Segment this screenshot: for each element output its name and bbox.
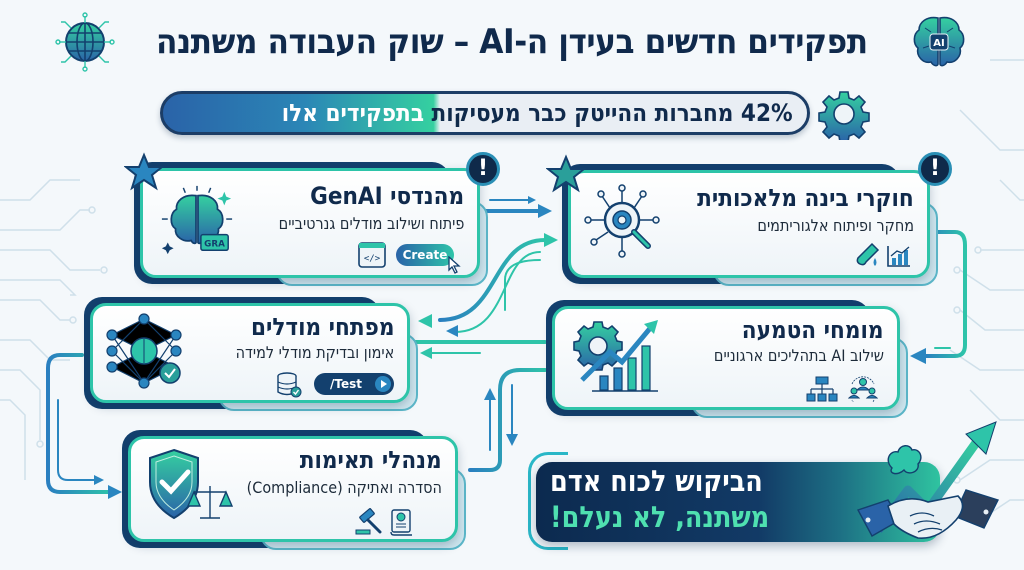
card-title: מהנדסי GenAI — [309, 182, 464, 210]
banner-line-1: הביקוש לכוח אדם — [550, 464, 763, 498]
banner-line-2: משתנה, לא נעלם! — [550, 500, 770, 534]
test-button-label: /Test — [330, 377, 362, 391]
ai-brain-icon: AI — [913, 16, 965, 67]
stat-text: 42% מחברות ההייטק כבר מעסיקות בתפקידים א… — [282, 99, 793, 127]
stat-text-part2: עסיקות — [431, 99, 506, 127]
star-icon — [546, 154, 586, 193]
stat-text-part3: בתפקידים אלו — [282, 99, 432, 127]
card-subtitle: פיתוח ושילוב מודלים גנרטיביים — [278, 214, 464, 233]
banner-outline — [528, 452, 568, 550]
gavel-icon — [355, 508, 382, 535]
card-implementation-experts[interactable]: מומחי הטמעה שילוב AI בתהליכים ארגוניים — [546, 300, 908, 418]
demand-banner: הביקוש לכוח אדם משתנה, לא נעלם! — [528, 421, 999, 556]
globe-circuit-icon — [55, 12, 115, 72]
card-ai-researchers[interactable]: חוקרי בינה מלאכותית מחקר ופיתוח אלגוריתמ… — [562, 164, 938, 286]
gra-label: GRA — [204, 239, 225, 249]
card-genai-engineers[interactable]: מהנדסי GenAI פיתוח ושילוב מודלים גנרטיבי… — [134, 162, 488, 286]
certificate-icon — [390, 509, 412, 536]
test-tube-icon — [856, 242, 880, 266]
svg-text:</>: </> — [364, 254, 381, 264]
stat-text-part1: 42% מחברות ההייטק כבר מ — [505, 99, 793, 127]
stat-banner: 42% מחברות ההייטק כבר מעסיקות בתפקידים א… — [160, 88, 870, 140]
gear-magnifier-network-icon — [584, 184, 660, 258]
card-subtitle: הסדרה ואתיקה (Compliance) — [246, 478, 442, 497]
stat-bar: 42% מחברות ההייטק כבר מעסיקות בתפקידים א… — [160, 91, 810, 135]
exclamation-icon: ! — [918, 152, 952, 186]
brain-sparkle-icon: GRA — [161, 185, 233, 255]
gear-icon — [818, 91, 870, 140]
card-model-developers[interactable]: מפתחי מודלים אימון ובדיקת מודלי למידה /T… — [84, 297, 418, 411]
card-subtitle: אימון ובדיקת מודלי למידה — [235, 343, 394, 362]
card-body — [568, 170, 930, 278]
exclamation-icon: ! — [466, 152, 500, 186]
create-button[interactable]: Create — [396, 244, 454, 266]
test-button[interactable]: /Test — [314, 373, 394, 395]
card-title: מפתחי מודלים — [250, 313, 394, 341]
org-chart-icon — [806, 376, 838, 402]
gear-growth-chart-icon — [573, 320, 658, 392]
shield-check-scales-icon — [149, 448, 234, 520]
handshake-robot-growth-icon — [856, 421, 999, 539]
play-icon — [375, 376, 391, 392]
header: תפקידים חדשים בעידן ה-AI – שוק העבודה מש… — [0, 6, 1024, 78]
cursor-icon — [448, 256, 461, 274]
star-icon — [124, 152, 164, 191]
card-title: מומחי הטמעה — [742, 316, 884, 344]
neural-network-brain-icon — [106, 313, 182, 389]
card-title: מנהלי תאימות — [300, 446, 442, 474]
page-title: תפקידים חדשים בעידן ה-AI – שוק העבודה מש… — [156, 22, 868, 62]
team-icon — [848, 376, 878, 402]
card-subtitle: שילוב AI בתהליכים ארגוניים — [713, 346, 884, 365]
database-check-icon — [277, 372, 302, 398]
bar-chart-icon — [887, 246, 910, 267]
card-subtitle: מחקר ופיתוח אלגוריתמים — [757, 216, 914, 235]
code-window-icon: </> — [358, 242, 386, 268]
card-title: חוקרי בינה מלאכותית — [697, 184, 914, 212]
ai-label: AI — [933, 38, 944, 49]
card-compliance-managers[interactable]: מנהלי תאימות הסדרה ואתיקה (Compliance) — [122, 430, 466, 550]
